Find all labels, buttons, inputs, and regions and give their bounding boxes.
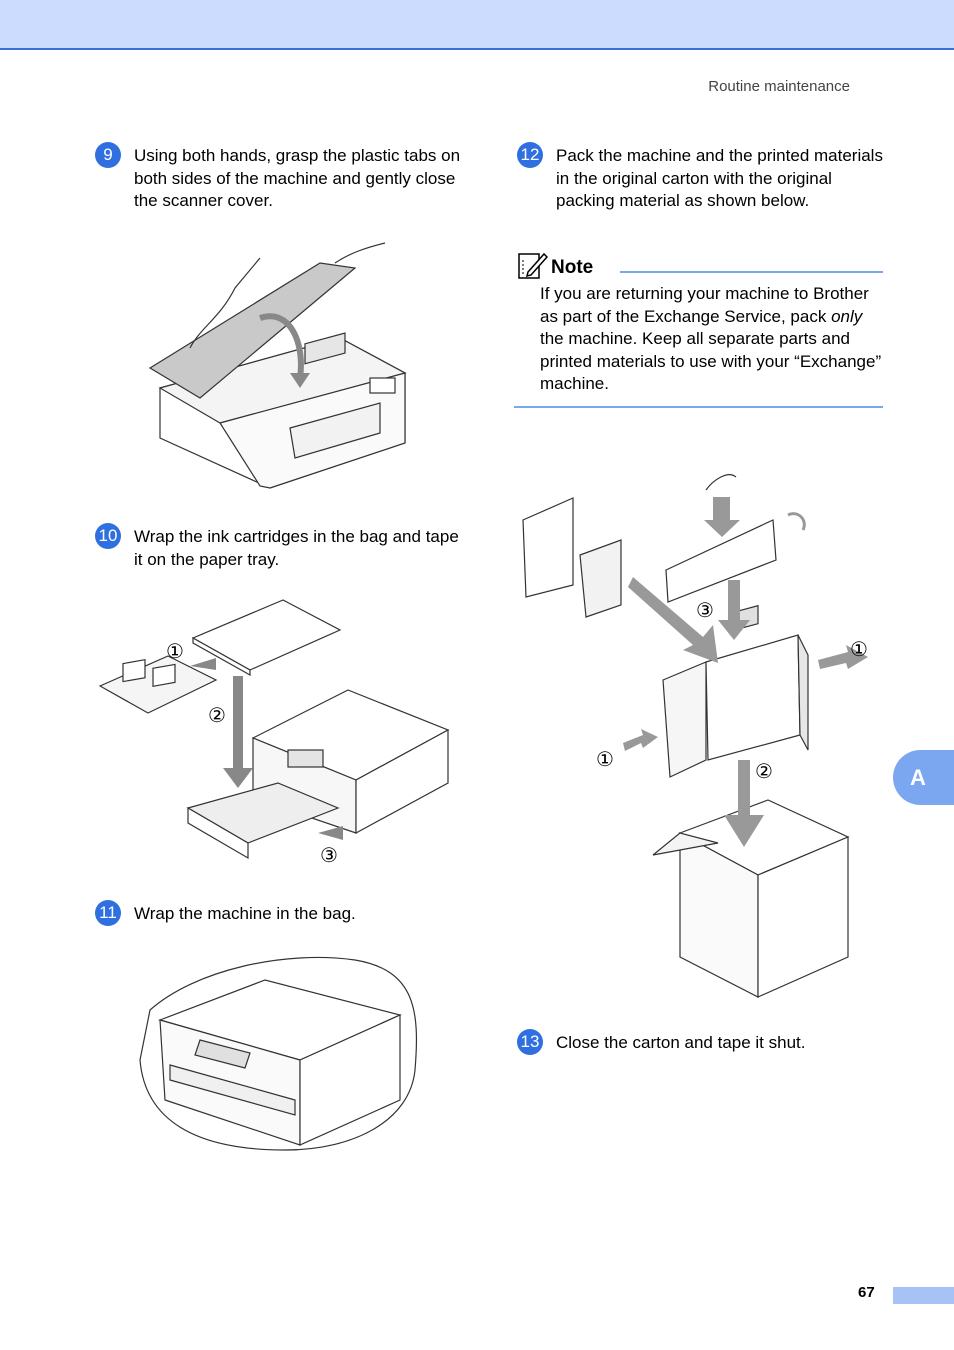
step-10-badge: 10 xyxy=(95,523,121,549)
step-11-text: Wrap the machine in the bag. xyxy=(134,904,356,923)
callout-1-pack-left: ① xyxy=(596,747,614,771)
step-11-badge: 11 xyxy=(95,900,121,926)
scanner-cover-illustration xyxy=(148,242,407,489)
step-9-badge: 9 xyxy=(95,142,121,168)
note-box: Note If you are returning your machine t… xyxy=(514,250,883,408)
header-band xyxy=(0,0,954,50)
note-text-after: the machine. Keep all separate parts and… xyxy=(540,329,882,393)
step-13-badge: 13 xyxy=(517,1029,543,1055)
packing-carton-illustration: ③ ① ① ② xyxy=(522,474,868,998)
callout-2-pack: ② xyxy=(755,759,773,783)
running-title: Routine maintenance xyxy=(708,78,850,95)
step-10-text: Wrap the ink cartridges in the bag and t… xyxy=(134,527,459,569)
note-text-emphasis: only xyxy=(831,306,863,326)
callout-3: ③ xyxy=(320,843,338,867)
ink-cartridge-tray-illustration: ① ② ③ xyxy=(98,599,450,867)
note-title: Note xyxy=(551,257,594,278)
page-number-bar xyxy=(893,1287,954,1304)
note-text: If you are returning your machine to Bro… xyxy=(540,283,885,396)
note-rule xyxy=(620,271,883,273)
callout-2: ② xyxy=(208,703,226,727)
callout-1-pack-right: ① xyxy=(850,637,868,661)
step-12-badge: 12 xyxy=(517,142,543,168)
machine-in-bag-illustration xyxy=(139,956,418,1151)
note-text-before: If you are returning your machine to Bro… xyxy=(540,284,869,326)
appendix-tab: A xyxy=(893,750,954,805)
page-number: 67 xyxy=(858,1284,875,1301)
step-13-text: Close the carton and tape it shut. xyxy=(556,1033,806,1052)
step-9-text: Using both hands, grasp the plastic tabs… xyxy=(134,146,461,210)
callout-3-pack: ③ xyxy=(696,598,714,622)
callout-1: ① xyxy=(166,639,184,663)
step-12-text: Pack the machine and the printed materia… xyxy=(556,146,883,210)
note-pencil-icon xyxy=(518,252,548,279)
